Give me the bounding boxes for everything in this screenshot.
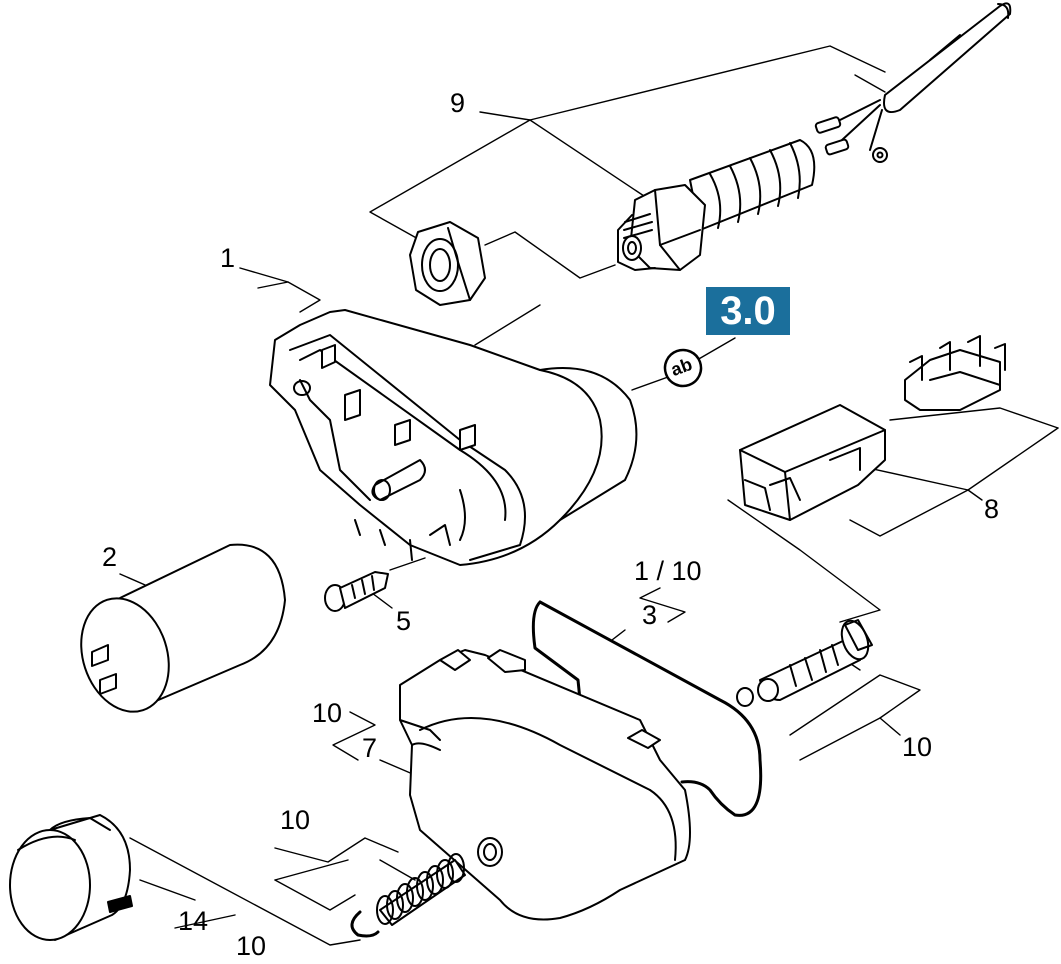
pressure-switch [739, 335, 1006, 521]
hex-nut [409, 221, 486, 306]
label-part-7: 7 [362, 733, 378, 763]
knob [9, 814, 133, 941]
label-part-10-left: 10 [312, 698, 343, 728]
lower-cover [399, 649, 691, 921]
label-part-1-10: 1 / 10 [634, 556, 702, 586]
ab-symbol [663, 348, 703, 388]
label-part-10-spring: 10 [280, 805, 311, 835]
section-badge: 3.0 [706, 287, 790, 335]
upper-housing [269, 309, 638, 566]
valve-piston [736, 619, 873, 707]
capacitor [80, 543, 286, 713]
label-part-3: 3 [642, 600, 658, 630]
label-part-1: 1 [220, 243, 236, 273]
label-part-14: 14 [178, 906, 209, 936]
label-part-2: 2 [102, 542, 118, 572]
spring [350, 853, 466, 938]
gasket [531, 600, 763, 817]
label-part-9: 9 [450, 88, 466, 118]
label-part-10-right: 10 [902, 732, 933, 762]
label-part-10-bottom: 10 [236, 931, 267, 961]
label-part-8: 8 [984, 494, 1000, 524]
screw [324, 571, 389, 612]
label-part-5: 5 [396, 606, 412, 636]
cable-with-strain-relief [617, 2, 1012, 271]
